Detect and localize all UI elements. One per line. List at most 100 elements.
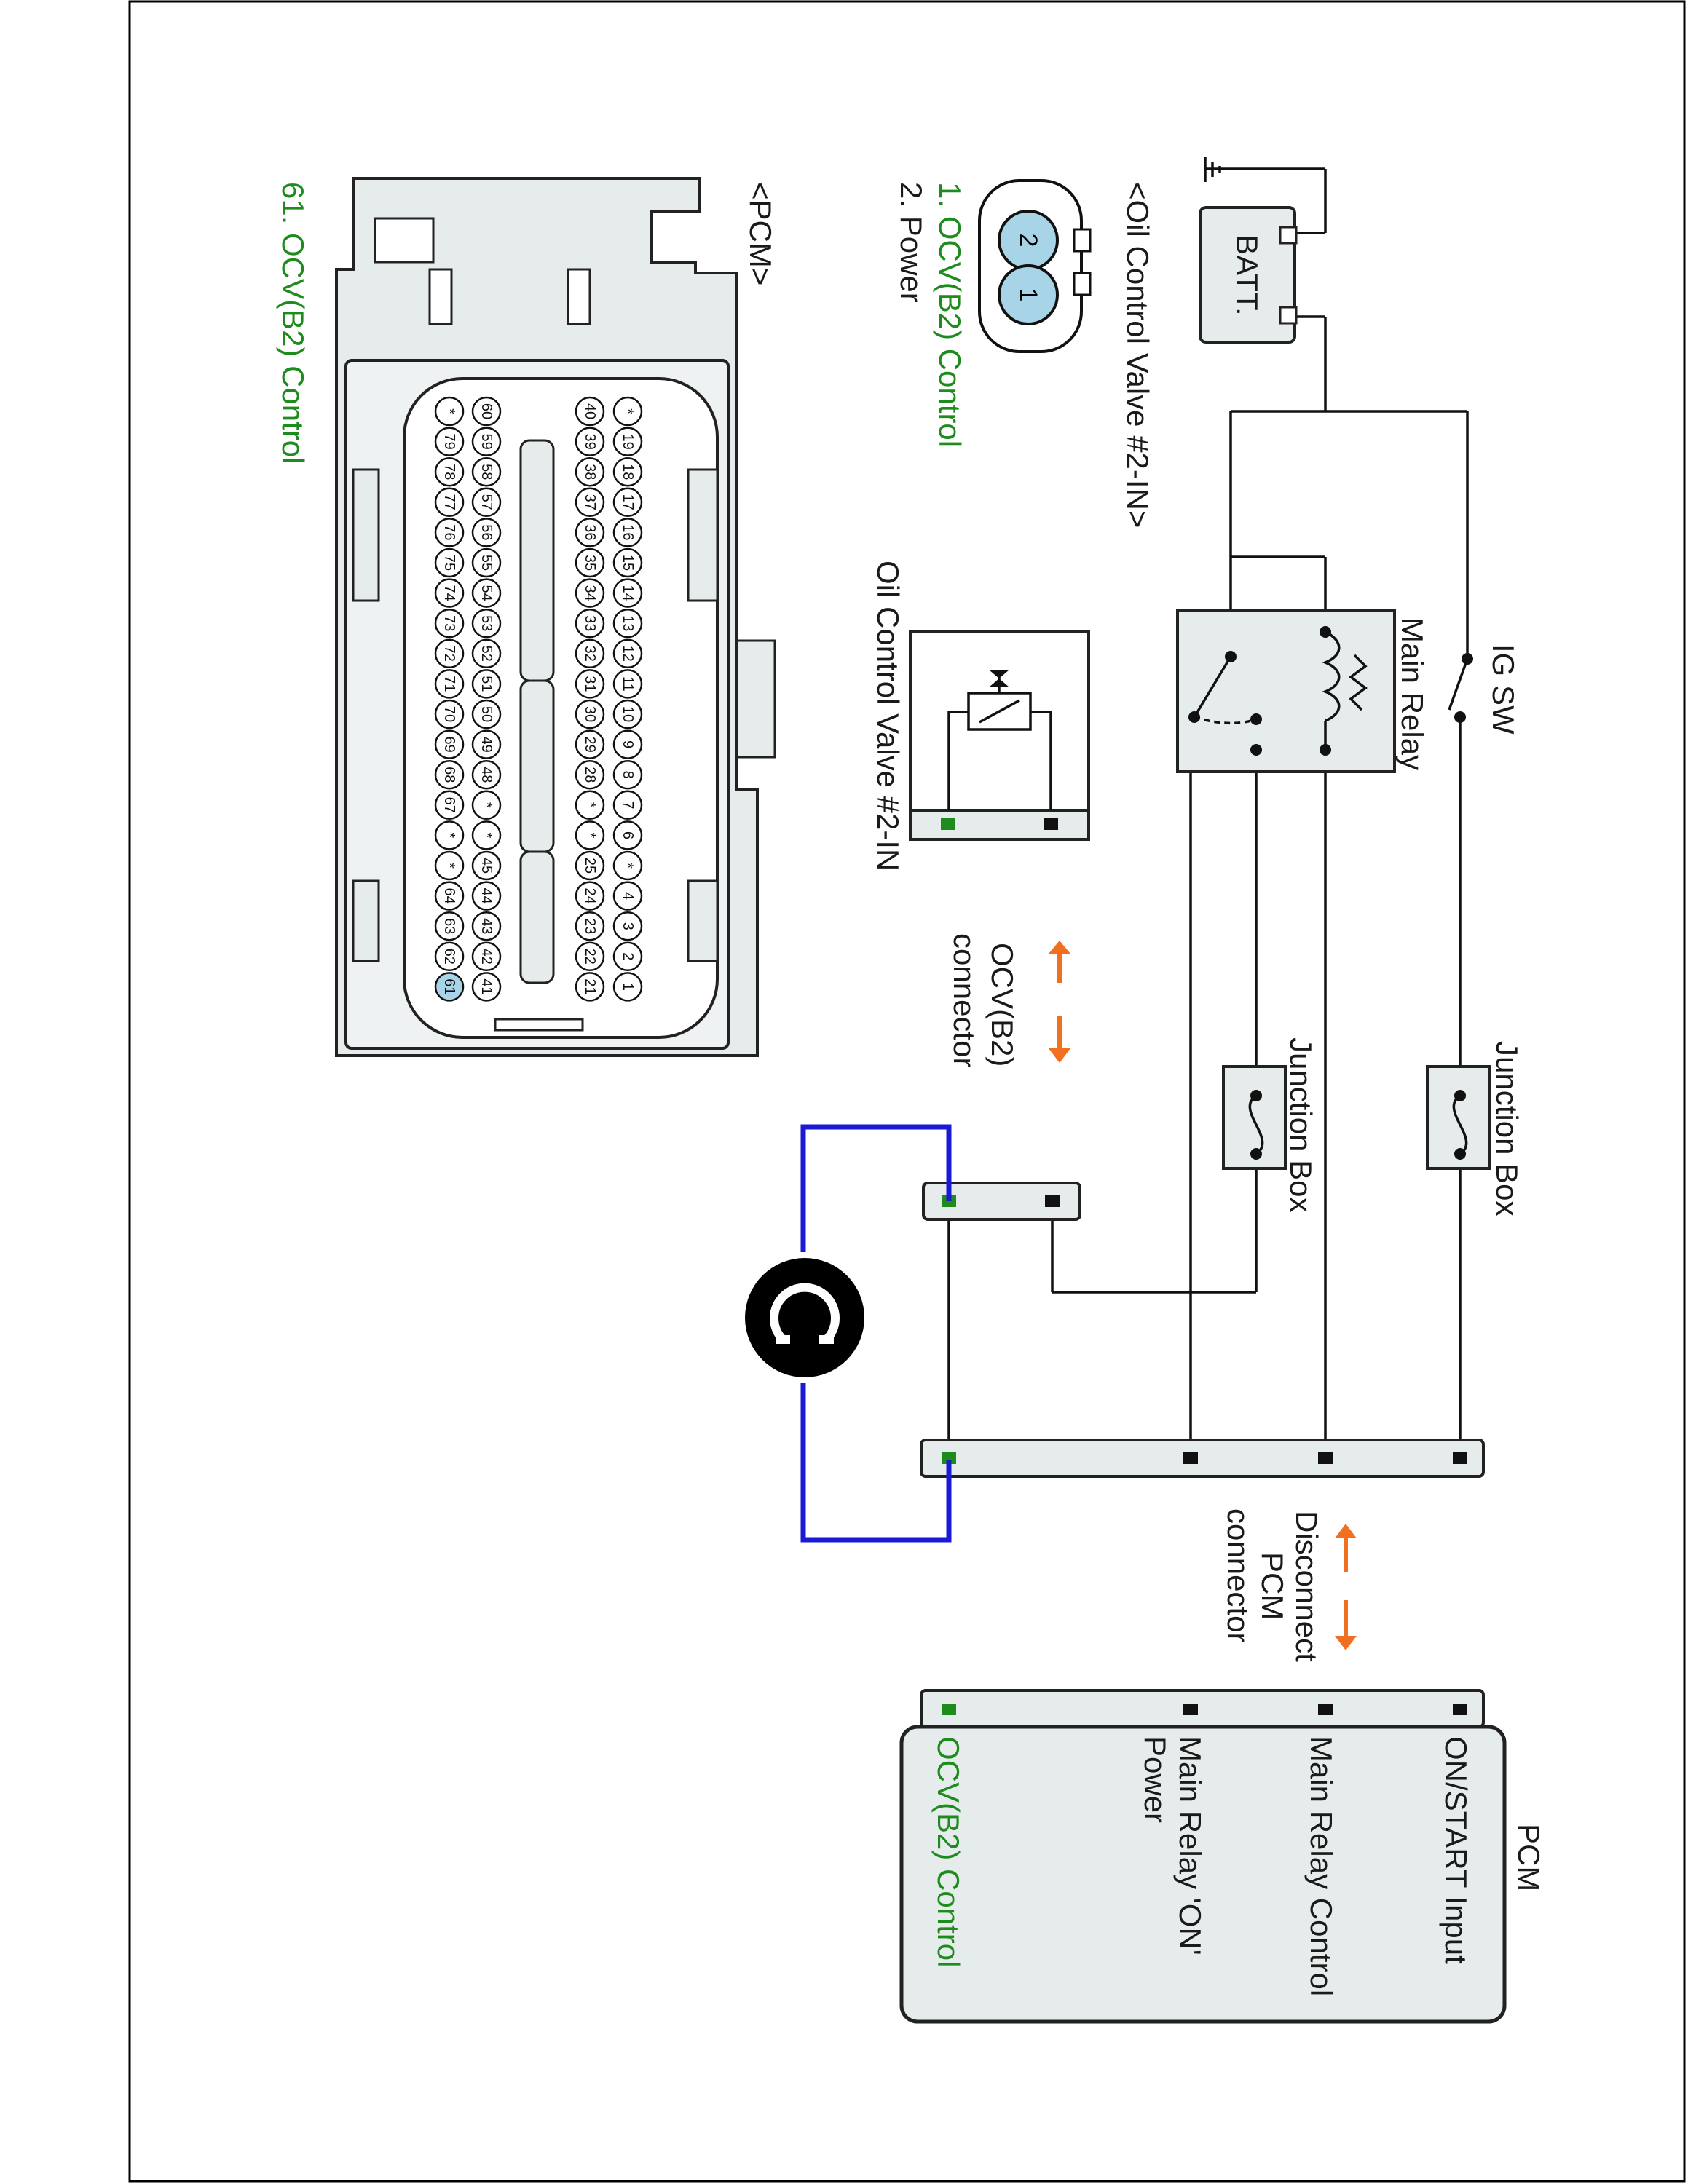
main-relay-label: Main Relay	[1395, 617, 1429, 770]
pcm-pin-number: 56	[478, 524, 494, 540]
pcm-pin-number: 31	[582, 676, 598, 692]
pcm-pin	[471, 638, 502, 669]
pcm-pin-number: 21	[582, 978, 598, 994]
pcm-pin	[434, 638, 465, 669]
pcm-pin	[612, 972, 643, 1002]
pcm-pin	[575, 972, 605, 1002]
pcm-pin-number: 17	[620, 494, 636, 510]
ig-switch	[1448, 653, 1473, 723]
wiring	[947, 167, 1469, 1460]
pcm-pin-number: 41	[478, 978, 494, 994]
ocv-connector-arrows	[1049, 941, 1070, 1063]
pcm-pin	[575, 911, 605, 941]
pcm-pin-number: 73	[441, 615, 457, 631]
pcm-pin	[471, 881, 502, 911]
pcm-pin-number: 42	[478, 949, 494, 965]
pcm-pin-number: 53	[478, 615, 494, 631]
pcm-connector-label-2: PCM	[1255, 1552, 1290, 1620]
pcm-pin-number: *	[582, 802, 598, 808]
pcm-connector-label-1: Disconnect	[1290, 1511, 1324, 1662]
pcm-pin-number: 74	[441, 585, 457, 601]
pcm-pin-number: 30	[582, 706, 598, 722]
page-frame	[128, 0, 1686, 2183]
pcm-pin	[612, 638, 643, 669]
fuse-icon	[1248, 1094, 1264, 1155]
pcm-connector-label-3: connector	[1221, 1508, 1255, 1642]
pcm-pin-number: 44	[478, 887, 494, 903]
pcm-pin	[471, 396, 502, 427]
pcm-pin	[434, 759, 465, 790]
pcm-pin	[434, 669, 465, 699]
pcm-pin	[612, 941, 643, 972]
ohmmeter-icon	[745, 1258, 864, 1377]
pcm-harness-connector	[920, 1439, 1485, 1478]
pcm-pin	[612, 729, 643, 759]
junction-box-1	[1426, 1065, 1491, 1170]
ocv-connector-view	[978, 179, 1092, 353]
pcm-pin	[612, 911, 643, 941]
pcm-pin	[612, 669, 643, 699]
ocv-connector-view-title: <Oil Control Valve #2-IN>	[1121, 182, 1155, 528]
ground-icon	[1204, 157, 1221, 182]
pcm-pin-number: 45	[478, 858, 494, 874]
pcm-pin	[612, 427, 643, 456]
pcm-pin-number: 72	[441, 646, 457, 662]
pcm-pin	[471, 941, 502, 972]
ig-switch-label: IG SW	[1486, 644, 1521, 735]
pcm-pin-number: 70	[441, 706, 457, 722]
pcm-pin-power: Power	[1138, 1736, 1172, 1823]
pcm-pin	[434, 518, 465, 547]
ocv-connector-label-2: connector	[947, 933, 982, 1067]
pcm-pin-number: 19	[620, 433, 636, 449]
pcm-pin-number: 58	[478, 464, 494, 480]
pcm-pin	[434, 881, 465, 911]
pcm-pin	[575, 638, 605, 669]
pcm-pin-number: *	[478, 802, 494, 808]
pcm-pin-number: 63	[441, 918, 457, 934]
pcm-pin	[434, 941, 465, 972]
pcm-pin-number: 49	[478, 736, 494, 752]
pcm-pin	[575, 941, 605, 972]
pcm-pin	[471, 578, 502, 608]
pcm-pin-number: 79	[441, 433, 457, 449]
ohmmeter-test-leads	[800, 1124, 952, 1543]
pcm-pin-main-relay-on: Main Relay 'ON'	[1173, 1736, 1207, 1955]
pcm-pin-number: 23	[582, 918, 598, 934]
pcm-pin-number: 43	[478, 918, 494, 934]
pcm-connector-view: *191817161514131211109876*43214039383736…	[335, 177, 776, 1057]
pcm-pin	[471, 972, 502, 1002]
solenoid-valve-icon	[947, 670, 1052, 810]
pcm-pin	[434, 850, 465, 881]
pcm-pin	[434, 456, 465, 487]
pcm-pin	[575, 669, 605, 699]
pcm-pin	[471, 669, 502, 699]
pcm-pin	[612, 881, 643, 911]
pcm-pin-number: 68	[441, 767, 457, 783]
ocv-valve-label: Oil Control Valve #2-IN	[871, 561, 905, 871]
pcm-pin	[575, 427, 605, 456]
pcm-pin-main-relay-control: Main Relay Control	[1304, 1736, 1338, 1996]
pcm-pin	[471, 699, 502, 729]
ocv-pin-2-desc: 2. Power	[894, 182, 928, 303]
pcm-pin	[471, 608, 502, 638]
pcm-pin	[575, 456, 605, 487]
pcm-pin-number: *	[441, 863, 457, 869]
pcm-pin	[612, 578, 643, 608]
pcm-pin-number: 39	[582, 433, 598, 449]
pcm-pin	[612, 518, 643, 547]
pcm-pin	[575, 487, 605, 518]
pcm-pin	[434, 699, 465, 729]
pcm-pin-number: 15	[620, 555, 636, 571]
pcm-pin	[434, 608, 465, 638]
pcm-pin	[471, 850, 502, 881]
pcm-pin-number: 48	[478, 767, 494, 783]
pcm-pin	[471, 911, 502, 941]
ocv-pin-2: 2	[1014, 234, 1042, 248]
junction-box-1-label: Junction Box	[1490, 1041, 1524, 1216]
pcm-pin	[471, 820, 502, 850]
pcm-pin-number: 14	[620, 585, 636, 601]
pcm-pin-number: *	[582, 833, 598, 839]
pcm-pin-number: 11	[620, 676, 636, 692]
pcm-pin	[612, 487, 643, 518]
